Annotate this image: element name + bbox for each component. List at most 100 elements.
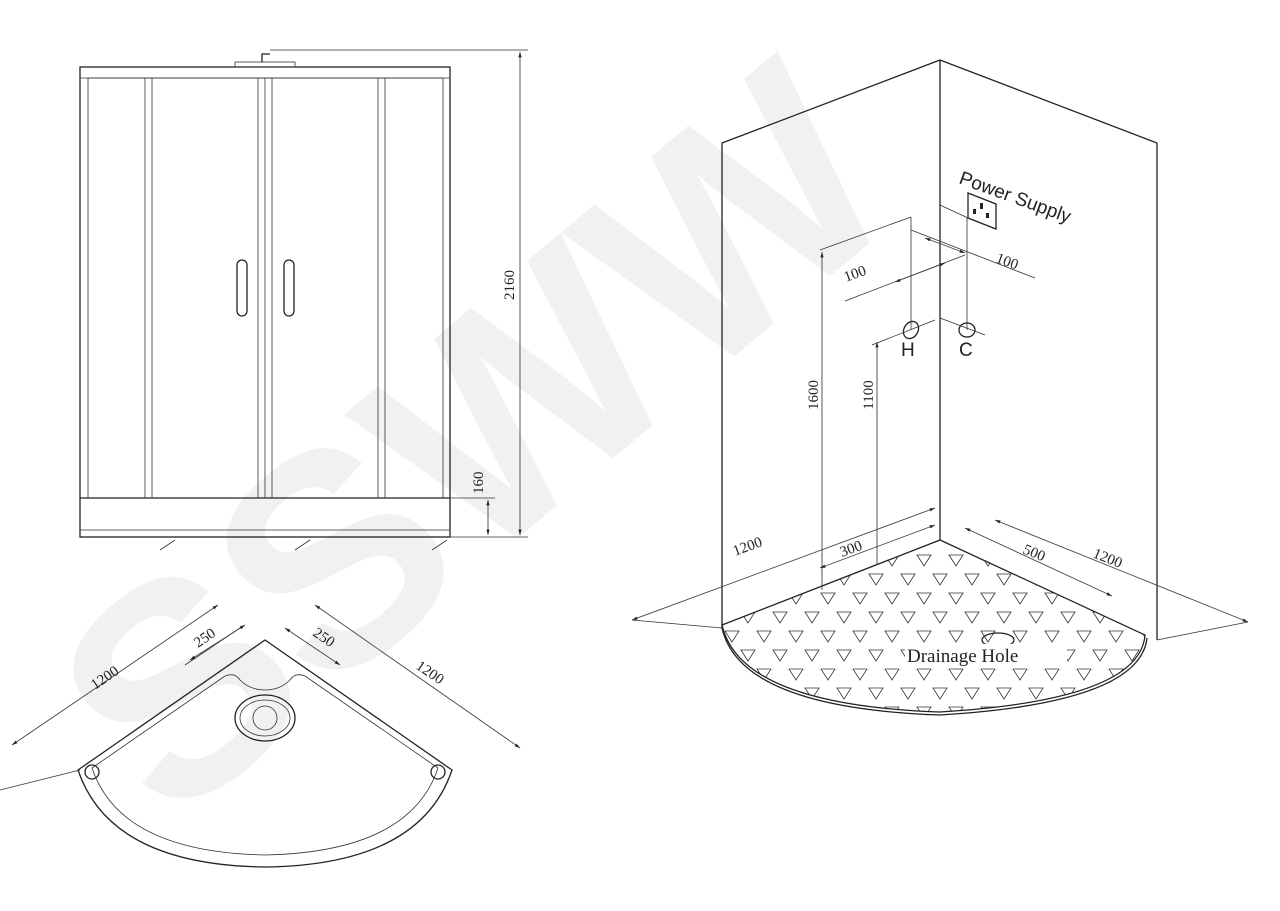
tray-texture-triangle	[868, 611, 884, 624]
tray-texture-triangle	[820, 668, 836, 681]
tray-texture-triangle	[820, 592, 836, 605]
tray-texture-triangle	[916, 554, 932, 567]
tray-texture-triangle	[1157, 612, 1171, 623]
drainage-hole-label: Drainage Hole	[907, 646, 1018, 667]
tray-texture-triangle	[1157, 688, 1171, 699]
tray-texture-triangle	[1028, 573, 1044, 586]
tray-texture-triangle	[884, 592, 900, 605]
height-label: 2160	[502, 270, 518, 300]
width-right-label: 1200	[1091, 546, 1125, 572]
svg-text:SSWW: SSWW	[0, 0, 954, 879]
tray-texture-triangle	[1092, 687, 1108, 700]
tray-texture-triangle	[1157, 650, 1171, 661]
tray-texture-triangle	[996, 573, 1012, 586]
depth-left-label: 300	[838, 538, 865, 561]
tray-texture-triangle	[820, 630, 836, 643]
tray-texture-triangle	[884, 630, 900, 643]
door-handle-left	[236, 259, 248, 317]
tray-texture-triangle	[1108, 706, 1124, 712]
tray-texture-triangle	[1108, 592, 1124, 605]
tray-texture-triangle	[1028, 687, 1044, 700]
shower-tray	[693, 554, 1171, 718]
tray-texture-triangle	[948, 668, 964, 681]
tray-texture-triangle	[852, 592, 868, 605]
tray-texture-triangle	[1157, 574, 1171, 585]
tray-texture-triangle	[804, 649, 820, 662]
hot-label: H	[901, 340, 915, 361]
watermark: SSWW	[0, 0, 954, 879]
tap-height-label: 1100	[861, 380, 877, 409]
tray-texture-triangle	[916, 592, 932, 605]
tray-texture-triangle	[1012, 668, 1028, 681]
tray-texture-triangle	[1044, 554, 1060, 567]
tray-texture-triangle	[1124, 687, 1140, 700]
tray-texture-triangle	[1044, 668, 1060, 681]
tray-texture-triangle	[964, 687, 980, 700]
tray-texture-triangle	[900, 611, 916, 624]
tray-texture-triangle	[1028, 611, 1044, 624]
tray-texture-triangle	[1076, 668, 1092, 681]
tray-texture-triangle	[1140, 630, 1145, 643]
tray-texture-triangle	[1108, 630, 1124, 643]
tray-texture-triangle	[1140, 592, 1145, 605]
tray-texture-triangle	[980, 668, 996, 681]
tray-texture-triangle	[1092, 573, 1108, 586]
tray-texture-triangle	[852, 668, 868, 681]
tray-texture-triangle	[722, 611, 724, 624]
tray-texture-triangle	[868, 573, 884, 586]
offset-left-label: 100	[842, 263, 869, 286]
tray-texture-triangle	[1140, 554, 1145, 567]
tray-texture-triangle	[693, 631, 707, 642]
tray-texture-triangle	[868, 687, 884, 700]
tray-texture-triangle	[1060, 611, 1076, 624]
tray-texture-triangle	[724, 592, 740, 605]
tray-texture-triangle	[772, 573, 788, 586]
tray-texture-triangle	[932, 687, 948, 700]
tray-texture-triangle	[724, 630, 740, 643]
tray-texture-triangle	[756, 706, 772, 712]
power-supply-label: Power Supply	[956, 168, 1074, 228]
tray-texture-triangle	[820, 554, 836, 567]
tray-texture-triangle	[1140, 668, 1145, 681]
tray-texture-triangle	[948, 554, 964, 567]
tray-texture-triangle	[1092, 649, 1108, 662]
tray-texture-triangle	[1124, 649, 1140, 662]
tray-texture-triangle	[884, 668, 900, 681]
tray-texture-triangle	[948, 592, 964, 605]
tray-texture-triangle	[996, 611, 1012, 624]
tray-texture-triangle	[996, 687, 1012, 700]
tray-texture-triangle	[1076, 592, 1092, 605]
tray-texture-triangle	[788, 706, 804, 712]
cold-inlet-icon	[958, 322, 976, 338]
base-height-label: 160	[471, 472, 487, 495]
tray-texture-triangle	[900, 573, 916, 586]
tray-texture-triangle	[1044, 630, 1060, 643]
tray-texture-triangle	[722, 649, 724, 662]
outlet-height-label: 1600	[806, 380, 822, 410]
front-view: 2160 160	[79, 49, 528, 551]
tray-texture-triangle	[693, 707, 707, 718]
tray-texture-triangle	[932, 611, 948, 624]
tray-texture-triangle	[722, 687, 724, 700]
cold-label: C	[959, 340, 973, 361]
tray-texture-triangle	[693, 669, 707, 680]
tray-texture-triangle	[980, 592, 996, 605]
tray-texture-triangle	[756, 554, 772, 567]
door-handle-right	[283, 259, 295, 317]
tray-texture-triangle	[836, 611, 852, 624]
depth-right-label: 500	[1021, 542, 1048, 565]
tray-texture-triangle	[1012, 630, 1028, 643]
tray-texture-triangle	[932, 573, 948, 586]
tray-texture-triangle	[916, 668, 932, 681]
tray-texture-triangle	[836, 649, 852, 662]
tray-texture-triangle	[804, 687, 820, 700]
tray-texture-triangle	[1012, 706, 1028, 712]
tray-texture-triangle	[980, 706, 996, 712]
tray-texture-triangle	[916, 630, 932, 643]
tray-texture-triangle	[740, 611, 756, 624]
tray-texture-triangle	[772, 611, 788, 624]
tray-texture-triangle	[964, 573, 980, 586]
tray-texture-triangle	[788, 554, 804, 567]
tray-texture-triangle	[1044, 706, 1060, 712]
